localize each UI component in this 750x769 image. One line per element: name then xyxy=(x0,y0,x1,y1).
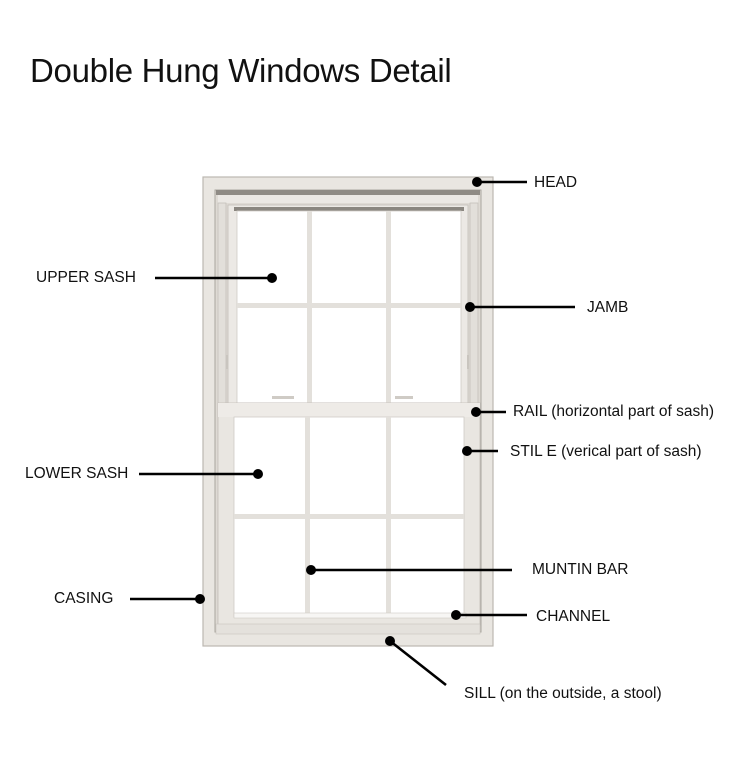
label-channel: CHANNEL xyxy=(536,608,611,625)
label-jamb: JAMB xyxy=(587,299,629,316)
label-rail: RAIL (horizontal part of sash) xyxy=(513,403,715,420)
page-title: Double Hung Windows Detail xyxy=(30,52,452,89)
label-sill: SILL (on the outside, a stool) xyxy=(464,685,662,702)
label-stile: STIL E (verical part of sash) xyxy=(510,443,702,460)
label-muntin-bar: MUNTIN BAR xyxy=(532,561,629,578)
label-casing: CASING xyxy=(54,590,114,607)
label-head: HEAD xyxy=(534,174,578,191)
window-illustration xyxy=(202,176,494,647)
label-upper-sash: UPPER SASH xyxy=(36,269,136,286)
leader-lines xyxy=(130,177,575,687)
label-lower-sash: LOWER SASH xyxy=(25,465,129,482)
